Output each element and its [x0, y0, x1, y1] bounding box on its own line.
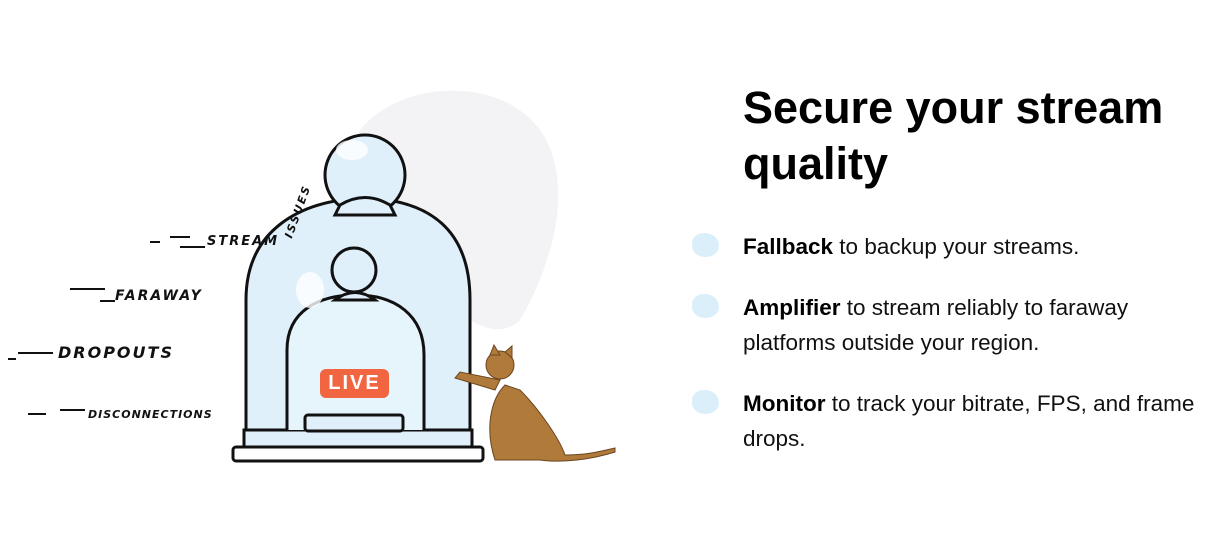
- feature-item-amplifier: Amplifier to stream reliably to faraway …: [690, 290, 1220, 360]
- feature-description: to stream reliably to faraway platforms …: [743, 295, 1129, 355]
- bullet-icon: [692, 390, 719, 414]
- bullet-icon: [692, 233, 719, 257]
- cat-icon: [454, 343, 616, 462]
- label-dropouts: DROPOUTS: [58, 343, 174, 362]
- speed-line: [100, 300, 115, 302]
- speed-line: [150, 241, 160, 243]
- speed-line: [18, 352, 53, 354]
- feature-description: to track your bitrate, FPS, and frame dr…: [743, 391, 1195, 451]
- speed-line: [8, 358, 16, 360]
- speed-line: [60, 409, 85, 411]
- background-blob: [350, 90, 559, 330]
- feature-item-fallback: Fallback to backup your streams.: [690, 229, 1220, 264]
- speed-line: [170, 236, 190, 238]
- feature-list: Fallback to backup your streams. Amplifi…: [690, 229, 1220, 482]
- glass-dome: [231, 133, 485, 463]
- page-title: Secure your stream quality: [743, 82, 1164, 189]
- feature-description: to backup your streams.: [833, 234, 1080, 259]
- label-faraway: FARAWAY: [115, 288, 203, 304]
- feature-name: Monitor: [743, 391, 826, 416]
- bullet-icon: [692, 294, 719, 318]
- glass-dome-illustration: [231, 90, 616, 463]
- speed-line: [70, 288, 105, 290]
- speed-line: [180, 246, 205, 248]
- feature-name: Fallback: [743, 234, 834, 259]
- feature-name: Amplifier: [743, 295, 841, 320]
- feature-item-monitor: Monitor to track your bitrate, FPS, and …: [690, 386, 1220, 456]
- label-disconnections: DISCONNECTIONS: [88, 408, 213, 421]
- speed-line: [28, 413, 46, 415]
- label-stream: STREAM: [207, 234, 280, 249]
- live-badge: LIVE: [320, 369, 389, 398]
